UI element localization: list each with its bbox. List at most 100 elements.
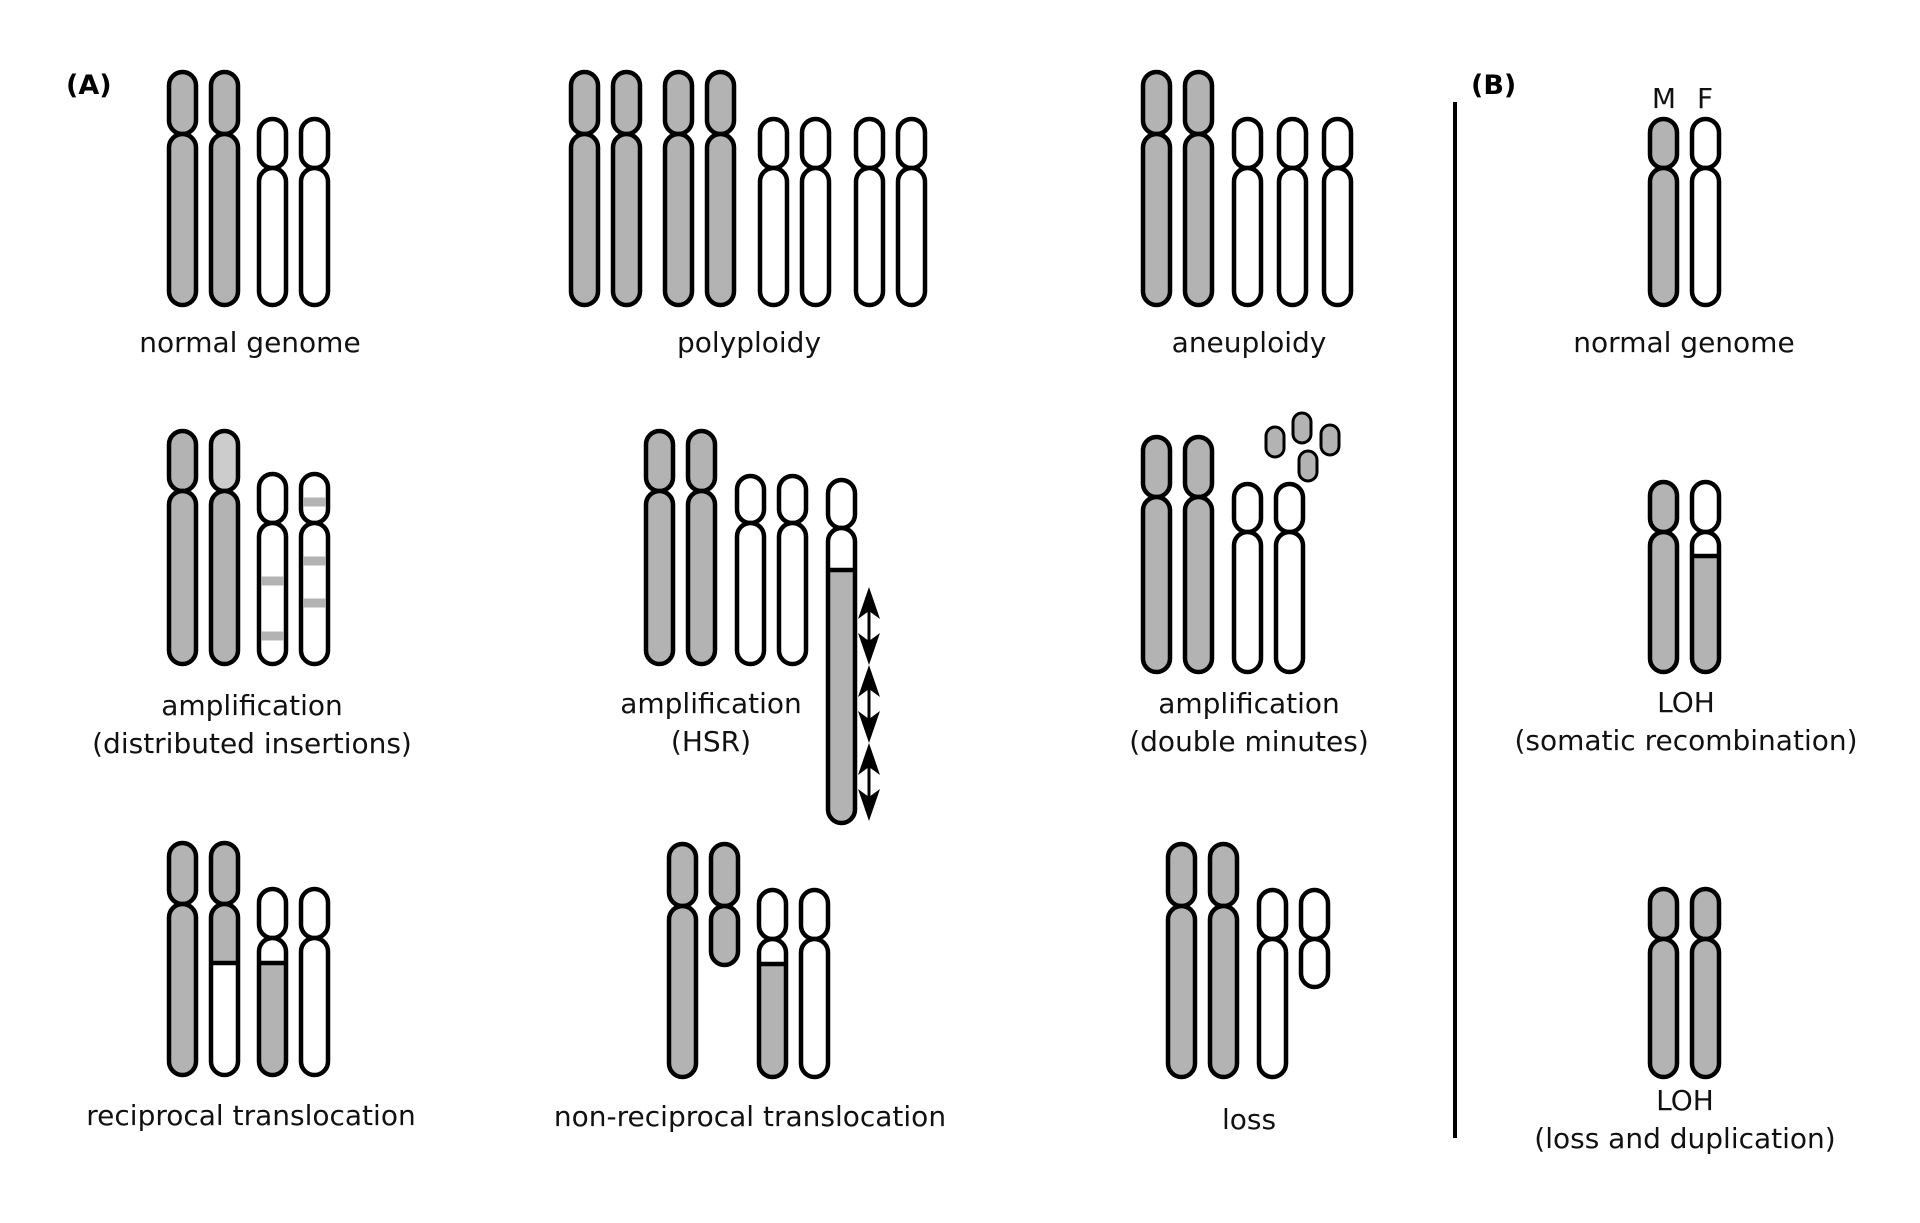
p-arm <box>734 473 767 526</box>
p-arm <box>256 886 289 941</box>
caption-nonreciprocal-translocation: non-reciprocal translocation <box>554 1100 946 1133</box>
q-arm <box>1165 903 1198 1080</box>
p-arm <box>643 428 676 494</box>
p-arm <box>208 840 241 907</box>
chromosome-gray <box>1140 69 1173 308</box>
caption-aneuploidy: aneuploidy <box>1172 326 1327 359</box>
p-arm <box>756 887 789 942</box>
p-arm <box>166 69 199 137</box>
p-arm <box>1689 886 1722 942</box>
q-arm <box>298 935 331 1078</box>
q-arm <box>1647 165 1680 308</box>
double-headed-arrow-icon <box>858 743 880 821</box>
q-arm <box>166 901 199 1078</box>
double-minute <box>1264 425 1286 459</box>
q-arm <box>166 131 199 308</box>
chromosome-gray <box>704 69 737 308</box>
chromosome-gray <box>208 69 241 308</box>
p-arm <box>799 116 832 171</box>
caption-loh-loss-duplication: LOH (loss and duplication) <box>1534 1084 1835 1155</box>
arrow-head-up <box>858 743 880 775</box>
caption-amplification-distributed: amplification (distributed insertions) <box>92 689 412 760</box>
p-arm <box>208 69 241 137</box>
p-arm <box>1165 841 1198 909</box>
p-arm <box>256 116 289 171</box>
q-arm <box>256 165 289 308</box>
p-arm <box>1647 479 1680 535</box>
chromosome-white <box>734 473 767 667</box>
q-arm <box>776 520 809 667</box>
caption-line: loss <box>1222 1103 1276 1136</box>
chromosome-white <box>1276 116 1309 308</box>
q-arm <box>166 488 199 667</box>
q-arm-lower-segment <box>759 964 786 1077</box>
chromosome-white <box>1231 481 1264 675</box>
chromosome-white <box>298 116 331 308</box>
chromosome-derivative <box>756 887 789 1080</box>
q-arm <box>734 520 767 667</box>
chromosome-white <box>799 116 832 308</box>
chromosome-white <box>853 116 886 308</box>
chromosome-white <box>1256 887 1289 1080</box>
q-arm-upper-segment <box>828 528 855 570</box>
q-arm <box>208 901 241 1078</box>
caption-line: LOH <box>1657 686 1715 719</box>
insertion-band <box>303 556 326 566</box>
q-arm <box>610 131 643 308</box>
p-arm <box>166 840 199 907</box>
q-arm <box>643 488 676 667</box>
q-arm-upper-segment <box>211 904 238 963</box>
p-arm <box>1182 434 1215 500</box>
p-arm <box>1182 69 1215 137</box>
arrow-head-down <box>858 789 880 821</box>
chromosome-gray <box>166 69 199 308</box>
caption-line: (somatic recombination) <box>1514 724 1857 757</box>
caption-loh-somatic-recombination: LOH (somatic recombination) <box>1514 686 1857 757</box>
q-arm <box>568 131 601 308</box>
chromosome-gray <box>166 840 199 1078</box>
q-arm <box>1321 165 1354 308</box>
p-arm <box>666 841 699 909</box>
p-arm <box>757 116 790 171</box>
chromosome-white <box>1273 481 1306 675</box>
p-arm <box>1256 887 1289 942</box>
double-minute <box>1291 411 1313 445</box>
chromosome-white-with-insertions <box>256 471 289 667</box>
double-headed-arrow-icon <box>858 665 880 743</box>
chromosome-white <box>798 887 831 1080</box>
p-arm <box>1321 116 1354 171</box>
p-arm <box>1273 481 1306 535</box>
q-arm <box>1298 936 1331 990</box>
chromosome-maternal-duplicate <box>1689 886 1722 1080</box>
insertion-band <box>261 576 284 586</box>
double-minutes <box>1264 411 1341 483</box>
chromosome-white <box>1321 116 1354 308</box>
chromosome-white <box>757 116 790 308</box>
q-arm-lower-segment <box>1692 556 1719 672</box>
q-arm <box>704 131 737 308</box>
chromosome-white-with-insertions <box>298 471 331 667</box>
p-arm <box>208 428 241 494</box>
p-arm <box>1231 481 1264 535</box>
p-arm <box>256 471 289 526</box>
p-arm <box>685 428 718 494</box>
q-arm <box>256 935 289 1078</box>
caption-line: normal genome <box>1573 326 1794 359</box>
caption-polyploidy: polyploidy <box>677 326 821 359</box>
p-arm <box>708 841 741 909</box>
q-arm <box>1140 131 1173 308</box>
caption-normal-genome-a: normal genome <box>139 326 360 359</box>
chromosome-gray <box>610 69 643 308</box>
caption-amplification-hsr: amplification (HSR) <box>620 687 802 758</box>
q-arm <box>298 165 331 308</box>
arrow-head-down <box>858 633 880 665</box>
double-minute <box>1297 449 1319 483</box>
caption-line: LOH <box>1656 1084 1714 1117</box>
q-arm <box>799 165 832 308</box>
p-arm <box>1689 116 1722 171</box>
q-arm <box>685 488 718 667</box>
caption-line: amplification <box>620 687 802 720</box>
hsr-amplification-arrows-icon <box>858 587 880 821</box>
p-arm <box>798 887 831 942</box>
chromosome-white <box>895 116 928 308</box>
